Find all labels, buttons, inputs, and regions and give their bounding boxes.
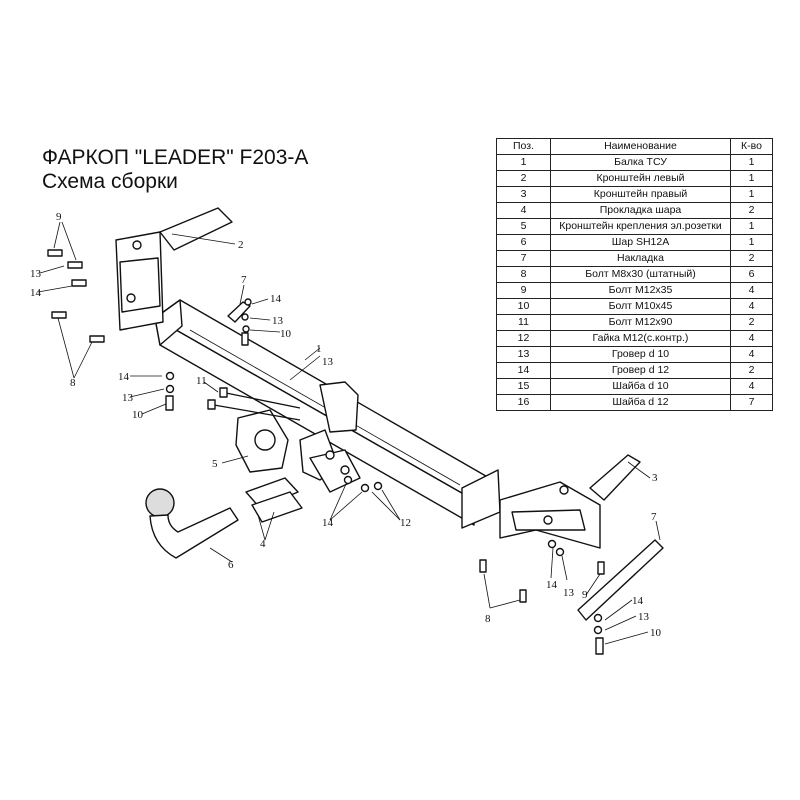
- quantity-cell: 7: [730, 394, 773, 411]
- name-cell: Болт М8х30 (штатный): [550, 266, 731, 283]
- callout-13: 13: [563, 587, 575, 599]
- left-bracket: [115, 207, 233, 331]
- callout-13: 13: [272, 315, 284, 327]
- ball-spacers: [245, 477, 303, 523]
- tow-ball: [145, 488, 239, 559]
- callout-13: 13: [322, 356, 334, 368]
- callout-8: 8: [485, 613, 491, 625]
- fasteners: [47, 249, 605, 655]
- name-cell: Кронштейн крепления эл.розетки: [550, 218, 731, 235]
- callout-10: 10: [280, 328, 292, 340]
- callout-14: 14: [118, 371, 130, 383]
- callout-14: 14: [546, 579, 558, 591]
- callout-7: 7: [651, 511, 657, 523]
- right-bracket: [499, 454, 641, 549]
- callout-9: 9: [582, 589, 588, 601]
- callout-11: 11: [196, 375, 207, 387]
- socket-bracket: [235, 409, 289, 473]
- callout-8: 8: [70, 377, 76, 389]
- leader-lines: [37, 221, 661, 645]
- callout-10: 10: [650, 627, 662, 639]
- callout-4: 4: [260, 538, 266, 550]
- page-title: ФАРКОП "LEADER" F203-A: [42, 146, 309, 169]
- cover-plate-left: [227, 301, 251, 323]
- name-cell: Шайба d 12: [550, 394, 731, 411]
- callout-5: 5: [212, 458, 218, 470]
- page-subtitle: Схема сборки: [42, 170, 178, 193]
- callout-12: 12: [400, 517, 411, 529]
- callout-7: 7: [241, 274, 247, 286]
- name-cell: Накладка: [550, 250, 731, 267]
- callout-13: 13: [30, 268, 42, 280]
- long-bolts: [207, 387, 301, 421]
- callout-10: 10: [132, 409, 144, 421]
- center-mount-brackets: [299, 381, 361, 493]
- callout-3: 3: [652, 472, 658, 484]
- callout-14: 14: [632, 595, 644, 607]
- callout-9: 9: [56, 211, 62, 223]
- callout-13: 13: [638, 611, 650, 623]
- callout-13: 13: [122, 392, 134, 404]
- cover-plate-right: [577, 539, 664, 621]
- callout-14: 14: [270, 293, 282, 305]
- callout-6: 6: [228, 559, 234, 571]
- name-cell: Кронштейн правый: [550, 186, 731, 203]
- callout-14: 14: [30, 287, 42, 299]
- callout-labels: 1 13 2 3 4 5 6 7 7 8 8 9 9 10 10 10 11 1…: [30, 211, 662, 639]
- callout-1: 1: [316, 343, 322, 355]
- callout-2: 2: [238, 239, 244, 251]
- callout-14: 14: [322, 517, 334, 529]
